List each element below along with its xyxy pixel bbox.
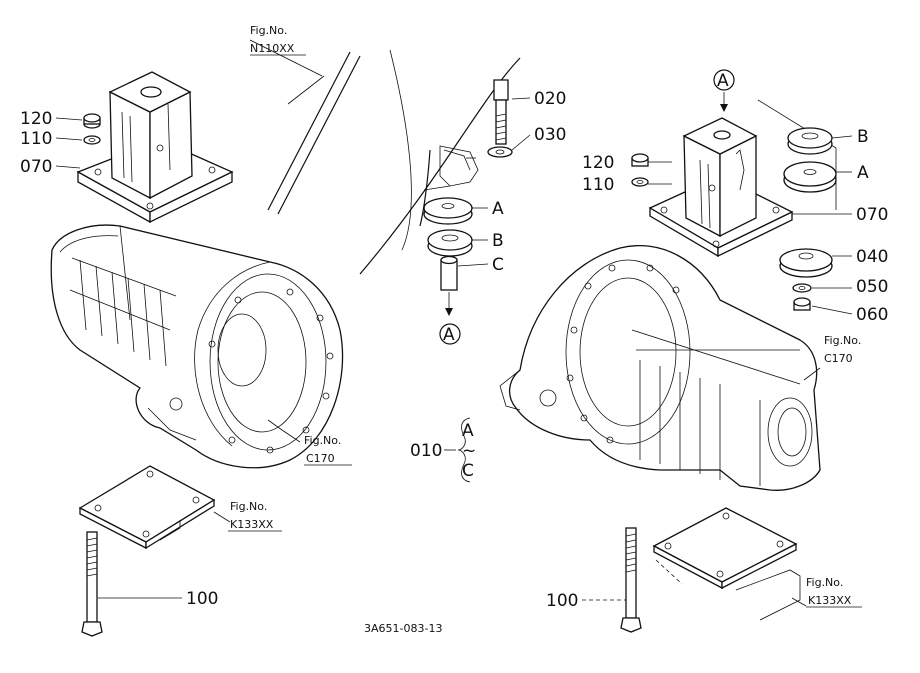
range-start-letter: A (462, 421, 474, 441)
callout-040[interactable]: 040 (856, 247, 888, 267)
center-washer-030 (487, 146, 513, 158)
center-frame-bracket (359, 57, 521, 275)
right-washer-050 (792, 283, 812, 293)
drawing-code: 3A651-083-13 (364, 622, 442, 635)
callout-020[interactable]: 020 (534, 89, 566, 109)
fig-ref-c170-left[interactable]: Fig.No. C170 (304, 434, 352, 466)
right-mount-bracket (648, 99, 837, 258)
right-cushion-b (787, 127, 833, 155)
right-long-bolt (620, 527, 642, 633)
callout-120-left[interactable]: 120 (20, 109, 52, 129)
fig-ref-k133xx-left-caption: Fig.No. (230, 500, 267, 513)
center-vertical-bolt (493, 79, 509, 145)
fig-ref-k133xx-left-number: K133XX (230, 518, 274, 531)
callout-010[interactable]: 010 (410, 441, 442, 461)
right-transmission-case (499, 244, 821, 491)
arrow-marker-a-right-letter: A (717, 71, 729, 91)
callout-120-right[interactable]: 120 (582, 153, 614, 173)
callout-100-right[interactable]: 100 (546, 591, 578, 611)
letter-c-center[interactable]: C (492, 255, 504, 275)
center-cushion-b (427, 229, 473, 257)
fig-ref-c170-right-caption: Fig.No. (824, 334, 861, 347)
leader-lines (55, 39, 853, 607)
fig-ref-n110xx-number: N110XX (250, 42, 295, 55)
fig-ref-k133xx-right[interactable]: Fig.No. K133XX (806, 576, 862, 608)
range-separator: ~ (462, 441, 476, 461)
callout-070-right[interactable]: 070 (856, 205, 888, 225)
letter-b-center[interactable]: B (492, 231, 504, 251)
frame-reference-lines (267, 49, 412, 251)
center-collar-c (440, 255, 458, 316)
letter-b-right[interactable]: B (857, 127, 869, 147)
right-bottom-plate (652, 507, 801, 621)
left-nut-washer (83, 113, 101, 145)
fig-ref-k133xx-right-caption: Fig.No. (806, 576, 843, 589)
letter-a-center[interactable]: A (492, 199, 504, 219)
callout-110-right[interactable]: 110 (582, 175, 614, 195)
callout-110-left[interactable]: 110 (20, 129, 52, 149)
callout-030[interactable]: 030 (534, 125, 566, 145)
right-arrow-a-marker (713, 69, 735, 112)
fig-ref-k133xx-right-number: K133XX (808, 594, 852, 607)
callout-050[interactable]: 050 (856, 277, 888, 297)
left-bottom-plate (78, 465, 216, 550)
center-arrow-a-marker (439, 323, 461, 345)
letter-a-right[interactable]: A (857, 163, 869, 183)
center-cushion-a (423, 197, 473, 225)
right-washer-040 (779, 248, 833, 278)
fig-ref-c170-right-number: C170 (824, 352, 853, 365)
fig-ref-c170-left-caption: Fig.No. (304, 434, 341, 447)
left-transmission-case (50, 224, 344, 469)
callout-060[interactable]: 060 (856, 305, 888, 325)
callout-070-left[interactable]: 070 (20, 157, 52, 177)
fig-ref-n110xx[interactable]: Fig.No. N110XX (250, 24, 306, 56)
range-end-letter: C (462, 461, 474, 481)
right-nut-060 (793, 297, 811, 311)
left-long-bolt (81, 531, 103, 637)
fig-ref-k133xx-left[interactable]: Fig.No. K133XX (228, 500, 282, 532)
arrow-marker-a-center-letter: A (443, 325, 455, 345)
fig-ref-n110xx-caption: Fig.No. (250, 24, 287, 37)
right-nut-washer-left (631, 153, 649, 187)
left-mount-bracket (76, 71, 234, 224)
right-cushion-a (783, 161, 837, 193)
fig-ref-c170-left-number: C170 (306, 452, 335, 465)
fig-ref-c170-right[interactable]: Fig.No. C170 (824, 334, 861, 365)
callout-100-left[interactable]: 100 (186, 589, 218, 609)
